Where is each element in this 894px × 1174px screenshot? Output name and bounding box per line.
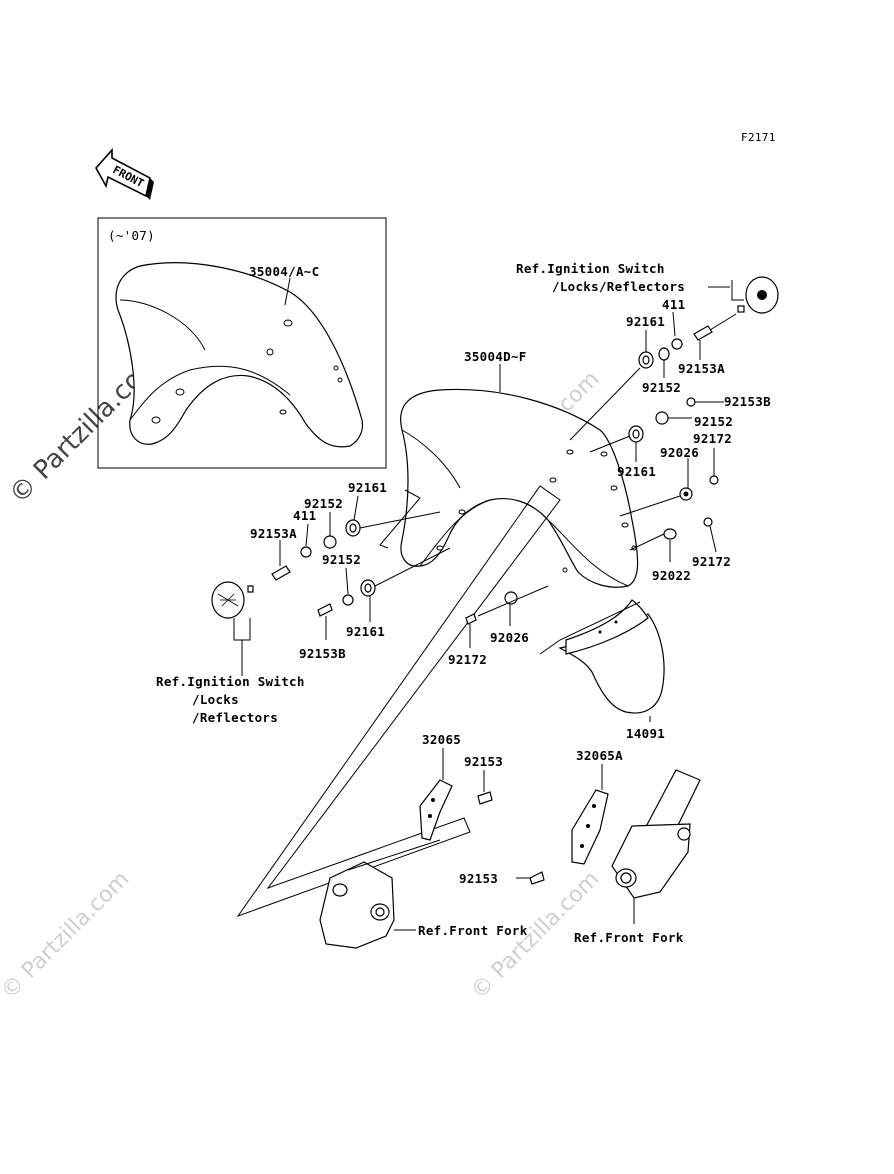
label-ref-ign-right-2: /Locks/Reflectors	[552, 279, 685, 294]
front-arrow-icon: FRONT	[95, 147, 154, 200]
label-92026-lower: 92026	[490, 630, 529, 645]
label-92152-right-top: 92152	[642, 380, 681, 395]
front-fender-illustration	[400, 388, 639, 588]
label-92172-right-top: 92172	[693, 431, 732, 446]
label-32065a: 32065A	[576, 748, 623, 763]
label-92161-right-top: 92161	[626, 314, 665, 329]
label-14091: 14091	[626, 726, 665, 741]
label-411-left: 411	[293, 508, 316, 523]
label-92161-right-mid: 92161	[617, 464, 656, 479]
label-92153a-right: 92153A	[678, 361, 725, 376]
watermark-bottom-left: © Partzilla.com	[0, 867, 134, 1005]
label-ref-ign-left-1: Ref.Ignition Switch	[156, 674, 305, 689]
bracket-32065a: 32065A 92153 Ref.Front Fork	[459, 748, 701, 945]
label-92153b-right: 92153B	[724, 394, 771, 409]
lower-fasteners: 92026 92172	[448, 585, 549, 667]
label-ref-front-fork-left: Ref.Front Fork	[418, 923, 528, 938]
left-hardware: 92161 92152 411 92153A 92152 92161 92153…	[211, 480, 451, 676]
inner-mudguard: 14091	[539, 599, 665, 741]
reflector-right	[731, 276, 779, 314]
label-92172-lower: 92172	[448, 652, 487, 667]
inset-note: (~'07)	[108, 228, 155, 243]
label-32065: 32065	[422, 732, 461, 747]
figure-code: F2171	[741, 131, 776, 144]
label-35004-a-c: 35004/A~C	[249, 264, 319, 279]
label-ref-ign-left-2: /Locks	[192, 692, 239, 707]
label-92153a-left: 92153A	[250, 526, 297, 541]
label-92152-left-top: 92152	[304, 496, 343, 511]
label-ref-ign-left-3: /Reflectors	[192, 710, 278, 725]
old-fender-illustration	[115, 262, 364, 448]
label-92161-left-lower: 92161	[346, 624, 385, 639]
label-411-right: 411	[662, 297, 685, 312]
front-fender: 35004D~F	[400, 349, 639, 588]
label-35004-d-f: 35004D~F	[464, 349, 527, 364]
label-92153-left: 92153	[464, 754, 503, 769]
label-92152-right-mid: 92152	[694, 414, 733, 429]
label-92022: 92022	[652, 568, 691, 583]
label-92172-right-lower: 92172	[692, 554, 731, 569]
bracket-32065: 32065 92153 Ref.Front Fork	[319, 732, 528, 949]
label-92152-left-mid: 92152	[322, 552, 361, 567]
label-92026-right: 92026	[660, 445, 699, 460]
label-ref-ign-right-1: Ref.Ignition Switch	[516, 261, 665, 276]
assembly-leader-outline	[236, 485, 561, 918]
label-92153b-left: 92153B	[299, 646, 346, 661]
label-92161-left-top: 92161	[348, 480, 387, 495]
inset-frame	[97, 217, 387, 469]
label-ref-front-fork-right: Ref.Front Fork	[574, 930, 684, 945]
right-hardware: 411 92153A 92161 92152 92153B 92152 9216…	[569, 297, 771, 583]
inset-old-model: (~'07) 35004/A~C	[97, 217, 387, 469]
label-92153-right: 92153	[459, 871, 498, 886]
